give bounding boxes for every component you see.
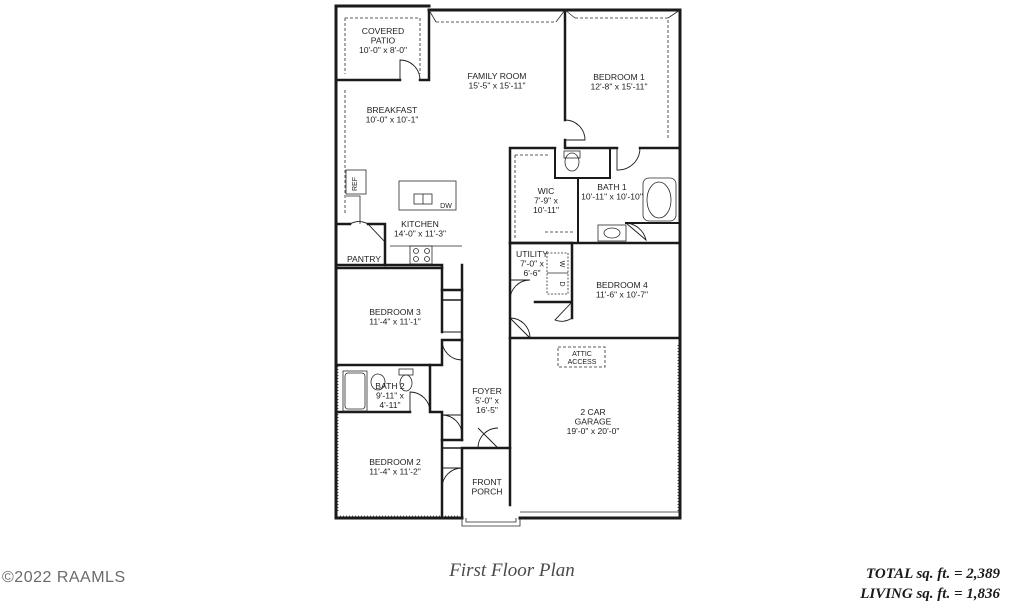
doors: [349, 59, 647, 489]
total-sqft: TOTAL sq. ft. = 2,389: [866, 566, 1000, 582]
dw-label: DW: [440, 203, 452, 210]
ref-label: REF: [352, 177, 359, 191]
walls: [334, 4, 682, 520]
living-sqft: LIVING sq. ft. = 1,836: [860, 586, 1000, 602]
attic-access-label-1: ACCESS: [568, 359, 597, 366]
copyright-notice: ©2022 RAAMLS: [2, 569, 126, 586]
plan-title: First Floor Plan: [449, 560, 575, 581]
washer-label: W: [558, 261, 565, 268]
room-label-pantry: PANTRY: [347, 254, 381, 264]
dryer-label: D: [558, 281, 565, 286]
thin-lines: [337, 9, 681, 527]
attic-access-label-0: ATTIC: [572, 351, 592, 358]
